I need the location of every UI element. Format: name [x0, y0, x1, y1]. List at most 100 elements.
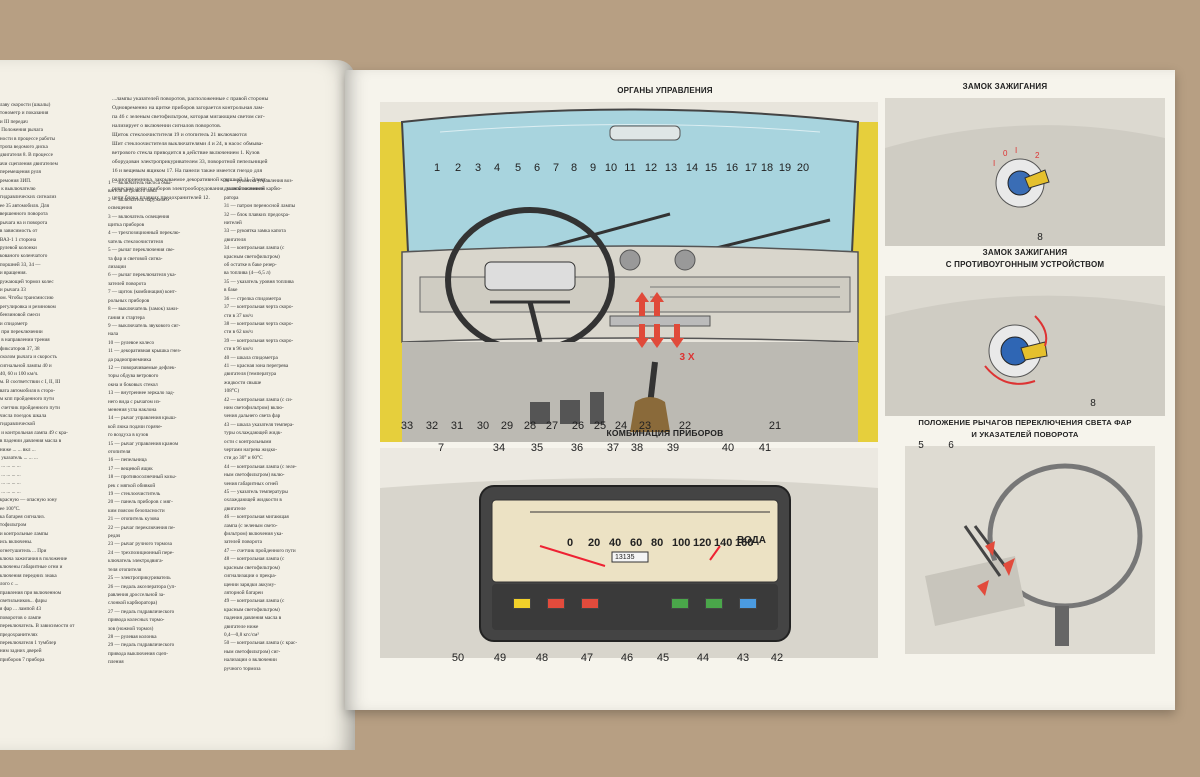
legend-line: двигателе ниже — [224, 623, 259, 630]
text-line: ...светильников... фары — [0, 597, 47, 604]
legend-line: 14 — рычаг управления крыш- — [108, 415, 177, 422]
dash-callout-number: 13 — [664, 162, 678, 174]
text-line: ...поворотов о лампе — [0, 614, 42, 621]
legend-line: редач — [108, 533, 121, 540]
lever-number-6: 6 — [948, 440, 954, 451]
legend-line: 44 — контрольная лампа (с зеле- — [224, 463, 297, 470]
legend-line: 46 — контрольная мигающая — [224, 514, 289, 521]
legend-line: зателей поворота — [224, 539, 262, 546]
text-line: ...гидравлической — [0, 421, 36, 428]
text-line: рические цепи приборов электрооборудован… — [112, 186, 265, 192]
text-line: ...бензиновой смеси — [0, 312, 40, 319]
cluster-callout-number: 39 — [666, 442, 680, 454]
cluster-callout-number: 44 — [696, 652, 710, 664]
cluster-callout-number: 48 — [535, 652, 549, 664]
speedometer-tick-label: 60 — [630, 537, 643, 549]
legend-line: туры охлаждающей жидк- — [224, 430, 283, 437]
dashboard-drawing — [380, 102, 878, 442]
dash-callout-number: 9 — [589, 162, 597, 174]
legend-line: 8 — выключатель (замок) зажи- — [108, 306, 179, 313]
legend-line: 18 — противосолнечный козы- — [108, 474, 177, 481]
ignition-lock-heading: ЗАМОК ЗАЖИГАНИЯ — [962, 82, 1048, 91]
text-line: ...ВАЗ-1 1 сторона — [0, 236, 37, 243]
legend-line: 47 — счетчик пройденного пути — [224, 547, 296, 554]
text-line: ... счетчик пройденного пути — [0, 404, 60, 411]
legend-line: нителей — [224, 220, 242, 227]
legend-line: 20 — панель приборов с мяг- — [108, 499, 173, 506]
legend-line: 13 — внутреннее зеркало зад- — [108, 390, 175, 397]
text-line: ... к выключателю — [0, 186, 36, 193]
text-line: ... ... ... ... ... — [0, 463, 21, 470]
text-line: ...ключены габаритные огни и — [0, 564, 63, 571]
legend-line: ким поясом безопасности — [108, 507, 165, 514]
dash-callout-number: 24 — [614, 420, 628, 432]
legend-line: двигателя — [224, 236, 246, 243]
legend-line: 11 — декоративная крышка гнез- — [108, 348, 182, 355]
dash-callout-number: 20 — [796, 162, 810, 174]
text-line: ...м. В соответствии с I, II, III — [0, 379, 61, 386]
speedometer-tick-label: 100 — [672, 537, 691, 549]
legend-line: 28 — рулевая колонка — [108, 633, 157, 640]
text-line: ...переключатель. В зависимости от — [0, 623, 75, 630]
legend-line: зателей поворота — [108, 280, 146, 287]
controls-heading: ОРГАНЫ УПРАВЛЕНИЯ — [617, 86, 713, 95]
legend-line: чения дальнего света фар — [224, 413, 281, 420]
legend-line: сти в 62 км/ч — [224, 329, 253, 336]
legend-line: 35 — указатель уровня топлива — [224, 278, 294, 285]
text-line: ...и III передач — [0, 118, 28, 125]
text-line: ... ... ... ... ... — [0, 471, 21, 478]
text-line: ... в направлении трения — [0, 337, 50, 344]
text-line: ветрового стекла приводится в действие в… — [112, 150, 260, 156]
speedometer-tick-label: 80 — [651, 537, 664, 549]
legend-line: ляторной батареи — [224, 589, 263, 596]
gear-reverse-label: 3 Х — [679, 352, 695, 363]
text-line: ... и контрольная лампа 49 с кра- — [0, 429, 68, 436]
legend-line: 34 — контрольная лампа (с — [224, 245, 285, 252]
legend-line: ва топлива (4—6,5 л) — [224, 270, 271, 277]
legend-line: 36 — стрелка спидометра — [224, 295, 281, 302]
legend-line: падения давления масла в — [224, 615, 282, 622]
text-line: ...ниже ... ... вкл ... — [0, 446, 36, 453]
dash-callout-number: 26 — [571, 420, 585, 432]
dash-callout-number: 1 — [433, 162, 441, 174]
cluster-drawing — [380, 448, 878, 658]
text-line: ...и вращения. — [0, 270, 27, 277]
dash-callout-number: 12 — [644, 162, 658, 174]
legend-line: ключатель электродвига- — [108, 558, 164, 565]
legend-line: 15 — рычаг управления краном — [108, 440, 179, 447]
warning-lamp — [739, 598, 757, 609]
text-line: цепи блока плавких предохранителей 12. — [112, 195, 210, 201]
dash-callout-number: 3 — [474, 162, 482, 174]
text-line: ...тропа ведомого диска — [0, 144, 48, 151]
cluster-callout-number: 46 — [620, 652, 634, 664]
legend-line: 29 — педаль гидравлического — [108, 642, 175, 649]
text-line: ...ключения передних знака — [0, 572, 57, 579]
text-line: ...огнетушитель ... При — [0, 547, 47, 554]
cluster-callout-number: 36 — [570, 442, 584, 454]
left-text-column: ...лаву скорости (шкалы)...тонометр и по… — [0, 102, 100, 665]
cluster-callout-number: 38 — [630, 442, 644, 454]
speedometer-tick-label: 20 — [588, 537, 601, 549]
cluster-callout-number: 50 — [451, 652, 465, 664]
text-line: ...лого с ... — [0, 581, 19, 588]
warning-lamp — [705, 598, 723, 609]
text-line: ...ись включены. — [0, 539, 33, 546]
legend-line: слонкой карбюратора) — [108, 600, 158, 607]
lever-number-5: 5 — [918, 440, 924, 451]
legend-line: зов (ножной тормоз) — [108, 625, 154, 632]
dash-callout-number: 31 — [450, 420, 464, 432]
legend-line: рольных приборов — [108, 297, 150, 304]
dash-callout-number: 8 — [570, 162, 578, 174]
legend-line: сти до 30° и 60°С — [224, 455, 263, 462]
text-line: ...поршней 33, 34 — — [0, 261, 41, 268]
legend-line: 37 — контрольная черта скоро- — [224, 304, 294, 311]
dash-callout-number: 28 — [523, 420, 537, 432]
cluster-illustration — [380, 448, 878, 658]
text-line: ...правления при включенном — [0, 589, 61, 596]
legend-line: двигателе — [224, 505, 246, 512]
antitheft-heading-line2: С ПРОТИВОУГОННЫМ УСТРОЙСТВОМ — [945, 260, 1105, 269]
legend-line: 30 — рукоятка управления воз- — [224, 178, 294, 184]
text-line: ...вата автомобиля в сторо- — [0, 387, 56, 394]
legend-line: 21 — отопитель кузова — [108, 516, 159, 523]
text-line: ... указатель ... ... ... — [0, 455, 38, 462]
